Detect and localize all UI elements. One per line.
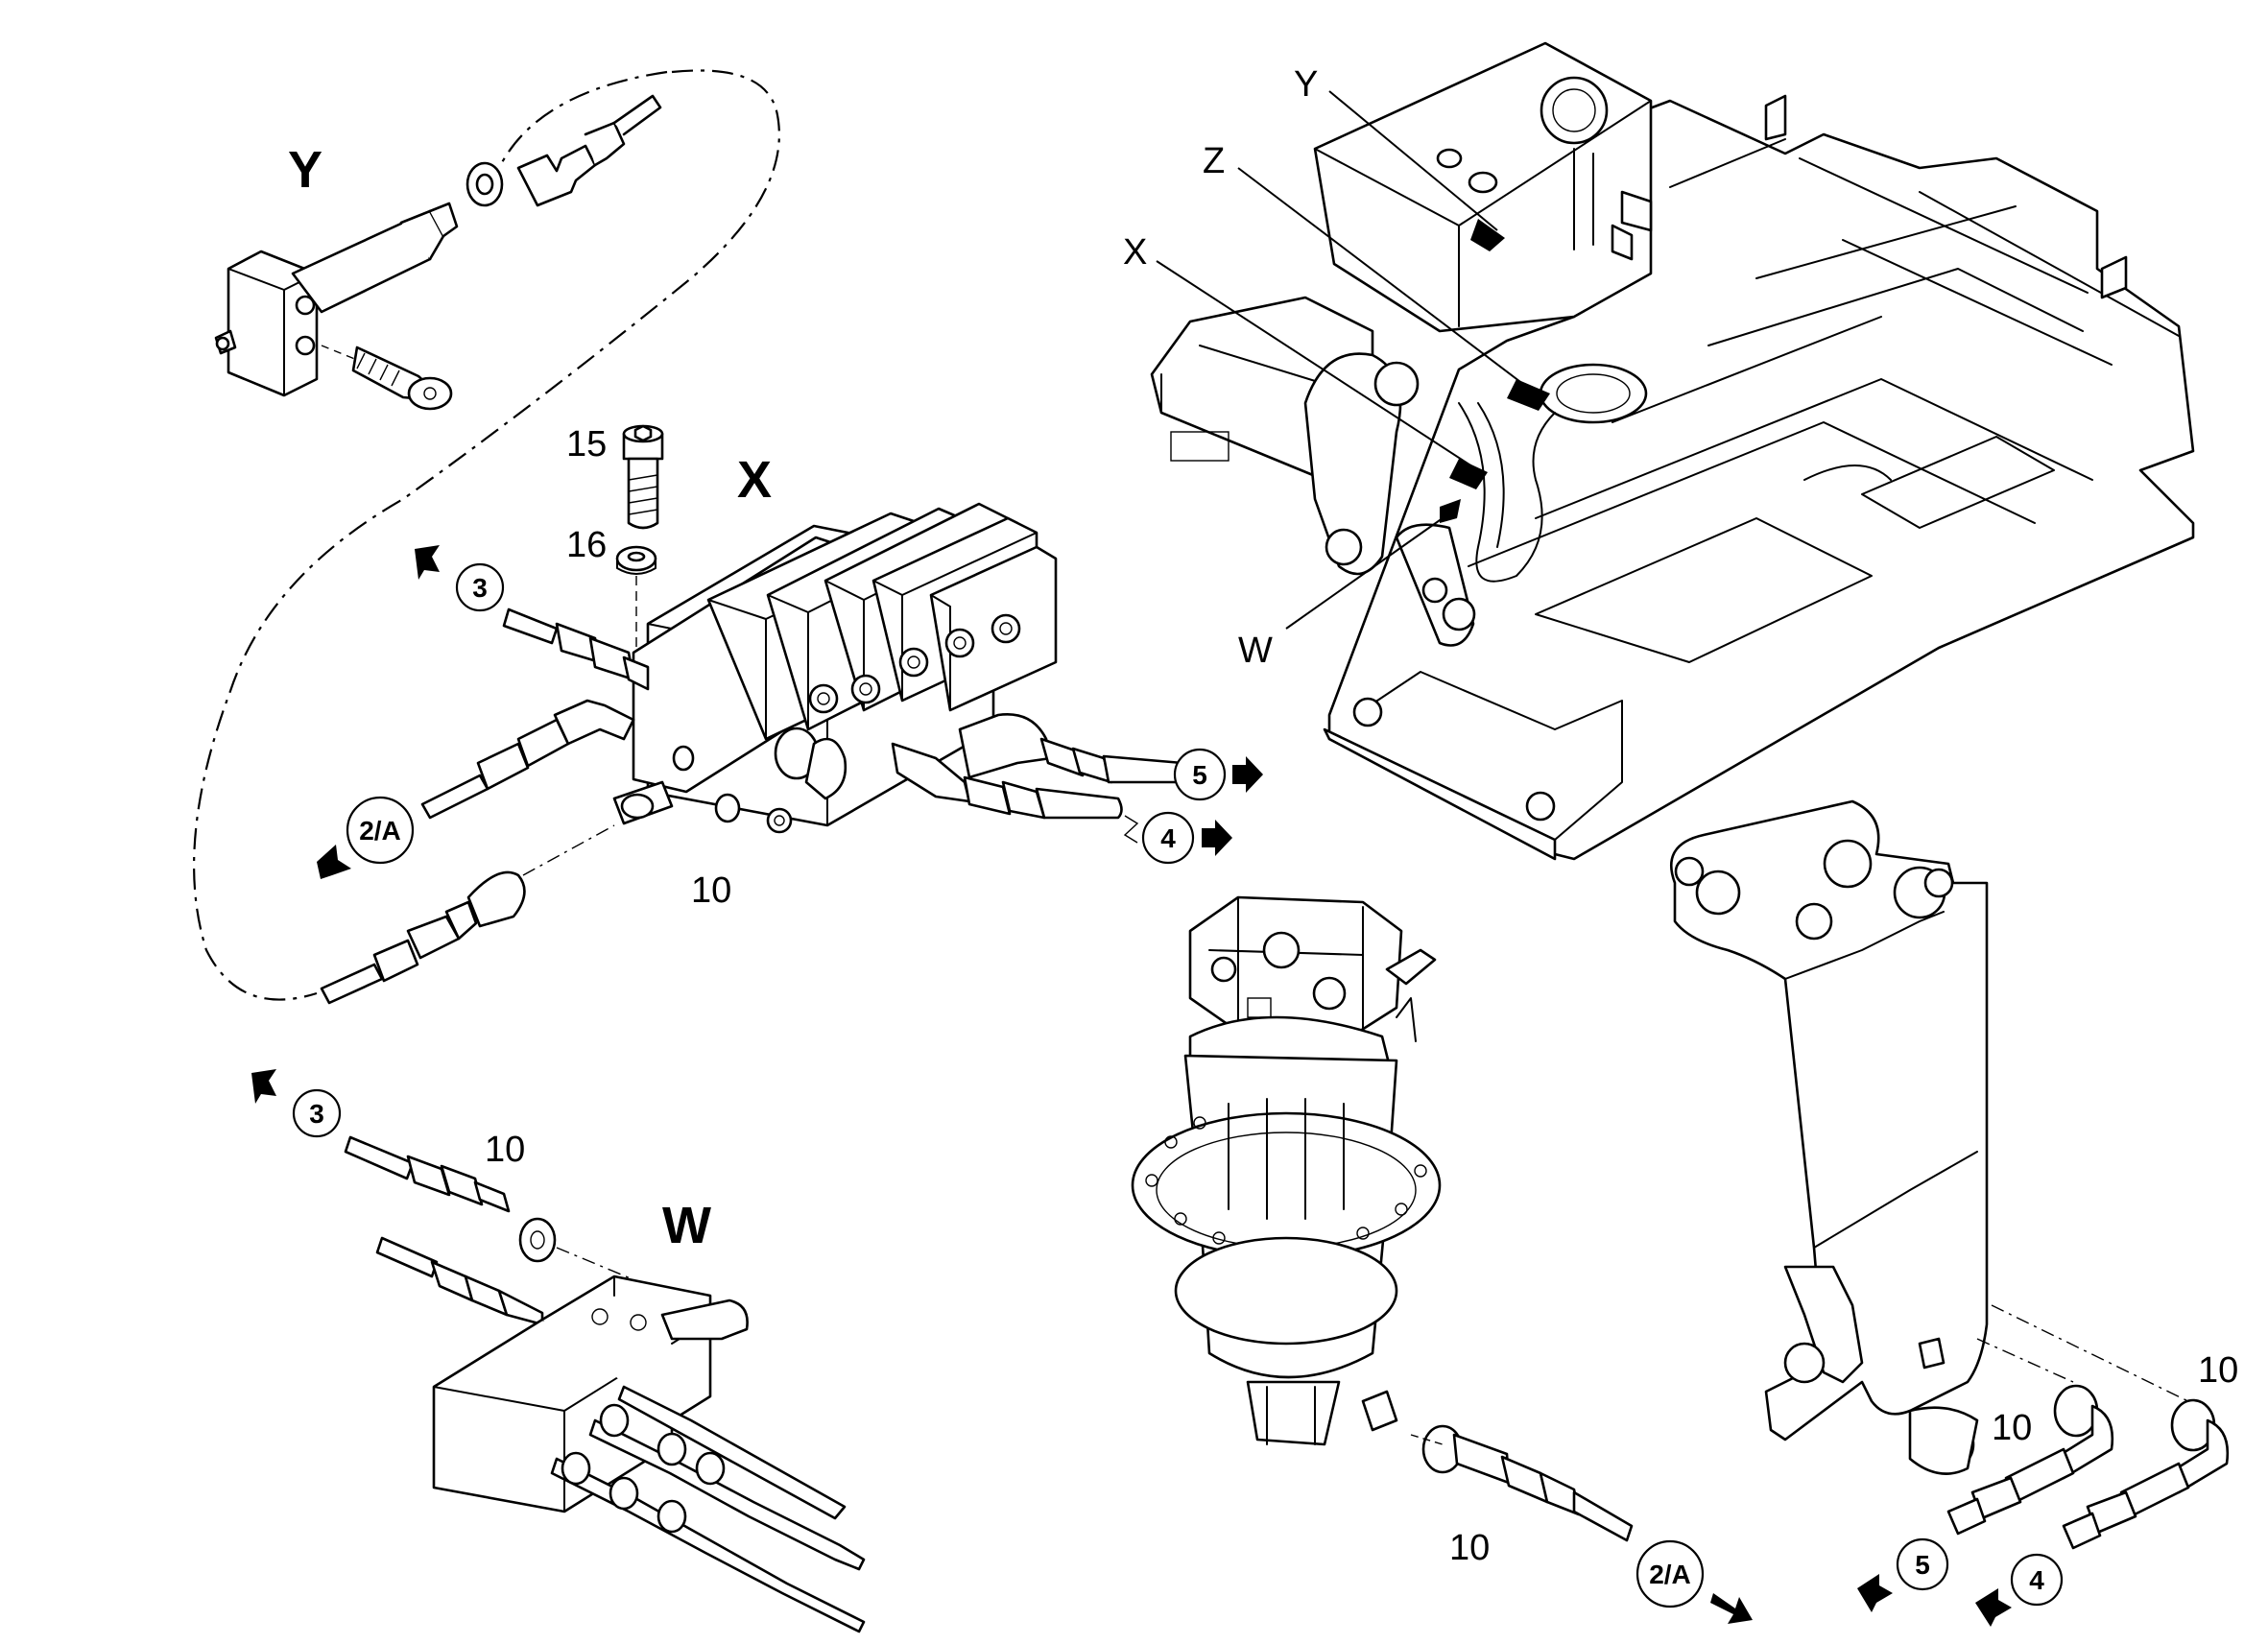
detail-y-view: Y: [214, 94, 662, 411]
sensor-nut: [466, 161, 504, 207]
fitting-line-5: [774, 713, 1188, 800]
svg-text:5: 5: [1192, 760, 1207, 790]
line-marker-3-x: 3: [415, 545, 505, 612]
part-number-10-motor: 10: [1449, 1528, 1490, 1568]
w-valve-block: [432, 1275, 749, 1513]
detail-boundary-yx: [193, 69, 780, 1001]
line-marker-4-boom: 4: [1975, 1553, 2064, 1627]
svg-text:2/A: 2/A: [359, 816, 401, 846]
boom-fitting-4: [2062, 1398, 2230, 1550]
line-marker-2a-x: 2/A: [317, 796, 415, 879]
w-fitting-upper: [344, 1135, 557, 1263]
svg-text:2/A: 2/A: [1649, 1560, 1691, 1589]
part-number-16: 16: [566, 525, 607, 565]
svg-text:3: 3: [472, 573, 488, 603]
fitting-line-2a: [420, 699, 635, 820]
svg-text:4: 4: [1160, 823, 1176, 853]
frame-callout-w: W: [1238, 499, 1461, 671]
detail-w-view: W 3 10: [251, 1069, 866, 1633]
line-marker-5-x: 5: [1173, 748, 1263, 801]
svg-text:4: 4: [2029, 1565, 2044, 1595]
fitting-line-4: [891, 742, 1139, 844]
pressure-sensor-block: [214, 250, 319, 397]
screw-15: [622, 424, 664, 530]
line-marker-5-boom: 5: [1857, 1537, 1949, 1612]
detail-x-view: X 15 16: [320, 424, 1188, 1005]
w-fittings-lower: [550, 1385, 866, 1633]
w-fitting-second: [375, 1236, 544, 1326]
line-marker-4-x: 4: [1141, 811, 1232, 865]
view-label-y: Y: [288, 141, 322, 199]
part-number-15: 15: [566, 424, 607, 465]
sensor-screw: [351, 345, 453, 411]
upper-frame-overview: [1150, 41, 2195, 861]
svg-text:3: 3: [309, 1099, 324, 1129]
fitting-lower: [320, 870, 526, 1005]
svg-text:Z: Z: [1203, 141, 1225, 181]
view-label-w: W: [662, 1197, 711, 1254]
washer-16: [615, 545, 657, 575]
valve-block: [632, 502, 1058, 834]
line-marker-2a-motor: 2/A: [1635, 1539, 1753, 1624]
travel-motor: [1131, 895, 1442, 1446]
pressure-sensor-body: [291, 202, 459, 314]
part-number-10-boom-b: 10: [1992, 1408, 2032, 1448]
boom-arm: [1669, 799, 1989, 1475]
fitting-line-3: [502, 608, 650, 691]
line-marker-3-w: 3: [251, 1069, 342, 1138]
svg-text:W: W: [1238, 631, 1273, 671]
boom-fitting-5: [1946, 1384, 2114, 1536]
motor-fitting: [1410, 1424, 1634, 1542]
svg-text:X: X: [1123, 232, 1147, 273]
frame-callout-x: X: [1123, 232, 1488, 489]
svg-text:Y: Y: [1294, 64, 1318, 105]
part-number-10-block: 10: [691, 870, 731, 911]
frame-callout-z: Z: [1203, 141, 1550, 411]
svg-text:5: 5: [1915, 1550, 1930, 1580]
part-number-10-w: 10: [485, 1130, 525, 1170]
view-label-x: X: [737, 451, 772, 509]
port-plug: [612, 780, 674, 825]
sensor-adapter: [516, 94, 662, 207]
frame-callout-y: Y: [1294, 64, 1505, 251]
part-number-10-boom-a: 10: [2198, 1350, 2238, 1391]
